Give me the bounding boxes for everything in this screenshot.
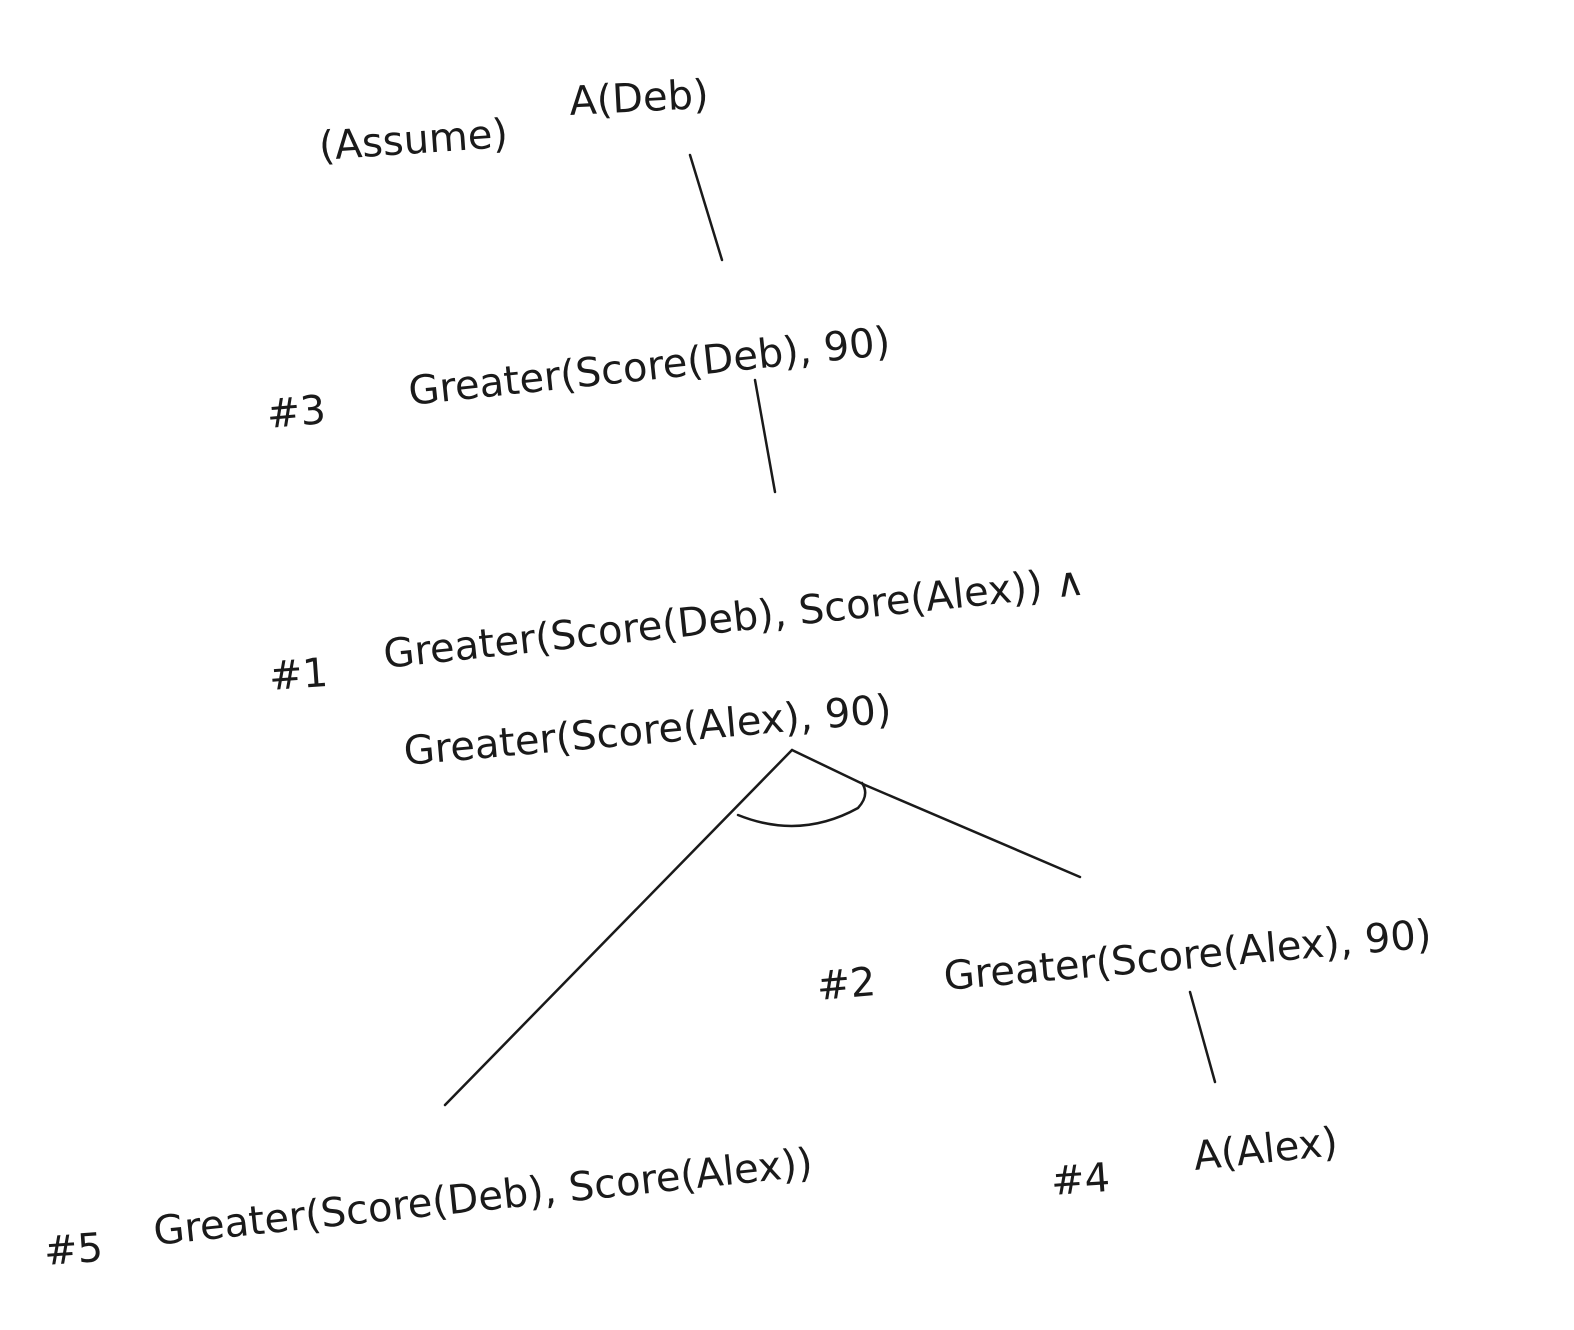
edge-3-to-1 — [753, 378, 777, 494]
edge-1-to-2 — [790, 748, 1082, 879]
edge-root-to-3 — [688, 153, 724, 262]
node-2-text: Greater(Score(Alex), 90) — [942, 911, 1433, 999]
node-1-line2: Greater(Score(Alex), 90) — [402, 686, 893, 774]
node-2-number: #2 — [815, 959, 878, 1010]
root-node: A(Deb) — [568, 72, 710, 125]
edge-1-to-5 — [443, 748, 794, 1107]
node-3-text: Greater(Score(Deb), 90) — [406, 319, 892, 415]
assume-label: (Assume) — [317, 111, 509, 170]
edge-2-to-4 — [1188, 990, 1217, 1084]
node-4-number: #4 — [1049, 1155, 1111, 1205]
node-1-line1: Greater(Score(Deb), Score(Alex)) ∧ — [381, 559, 1086, 678]
node-1-number: #1 — [267, 650, 329, 700]
node-4-text: A(Alex) — [1191, 1119, 1340, 1180]
and-arc — [736, 781, 867, 828]
node-3-number: #3 — [265, 387, 328, 438]
node-5-text: Greater(Score(Deb), Score(Alex)) — [151, 1140, 815, 1255]
node-5-number: #5 — [42, 1225, 104, 1275]
